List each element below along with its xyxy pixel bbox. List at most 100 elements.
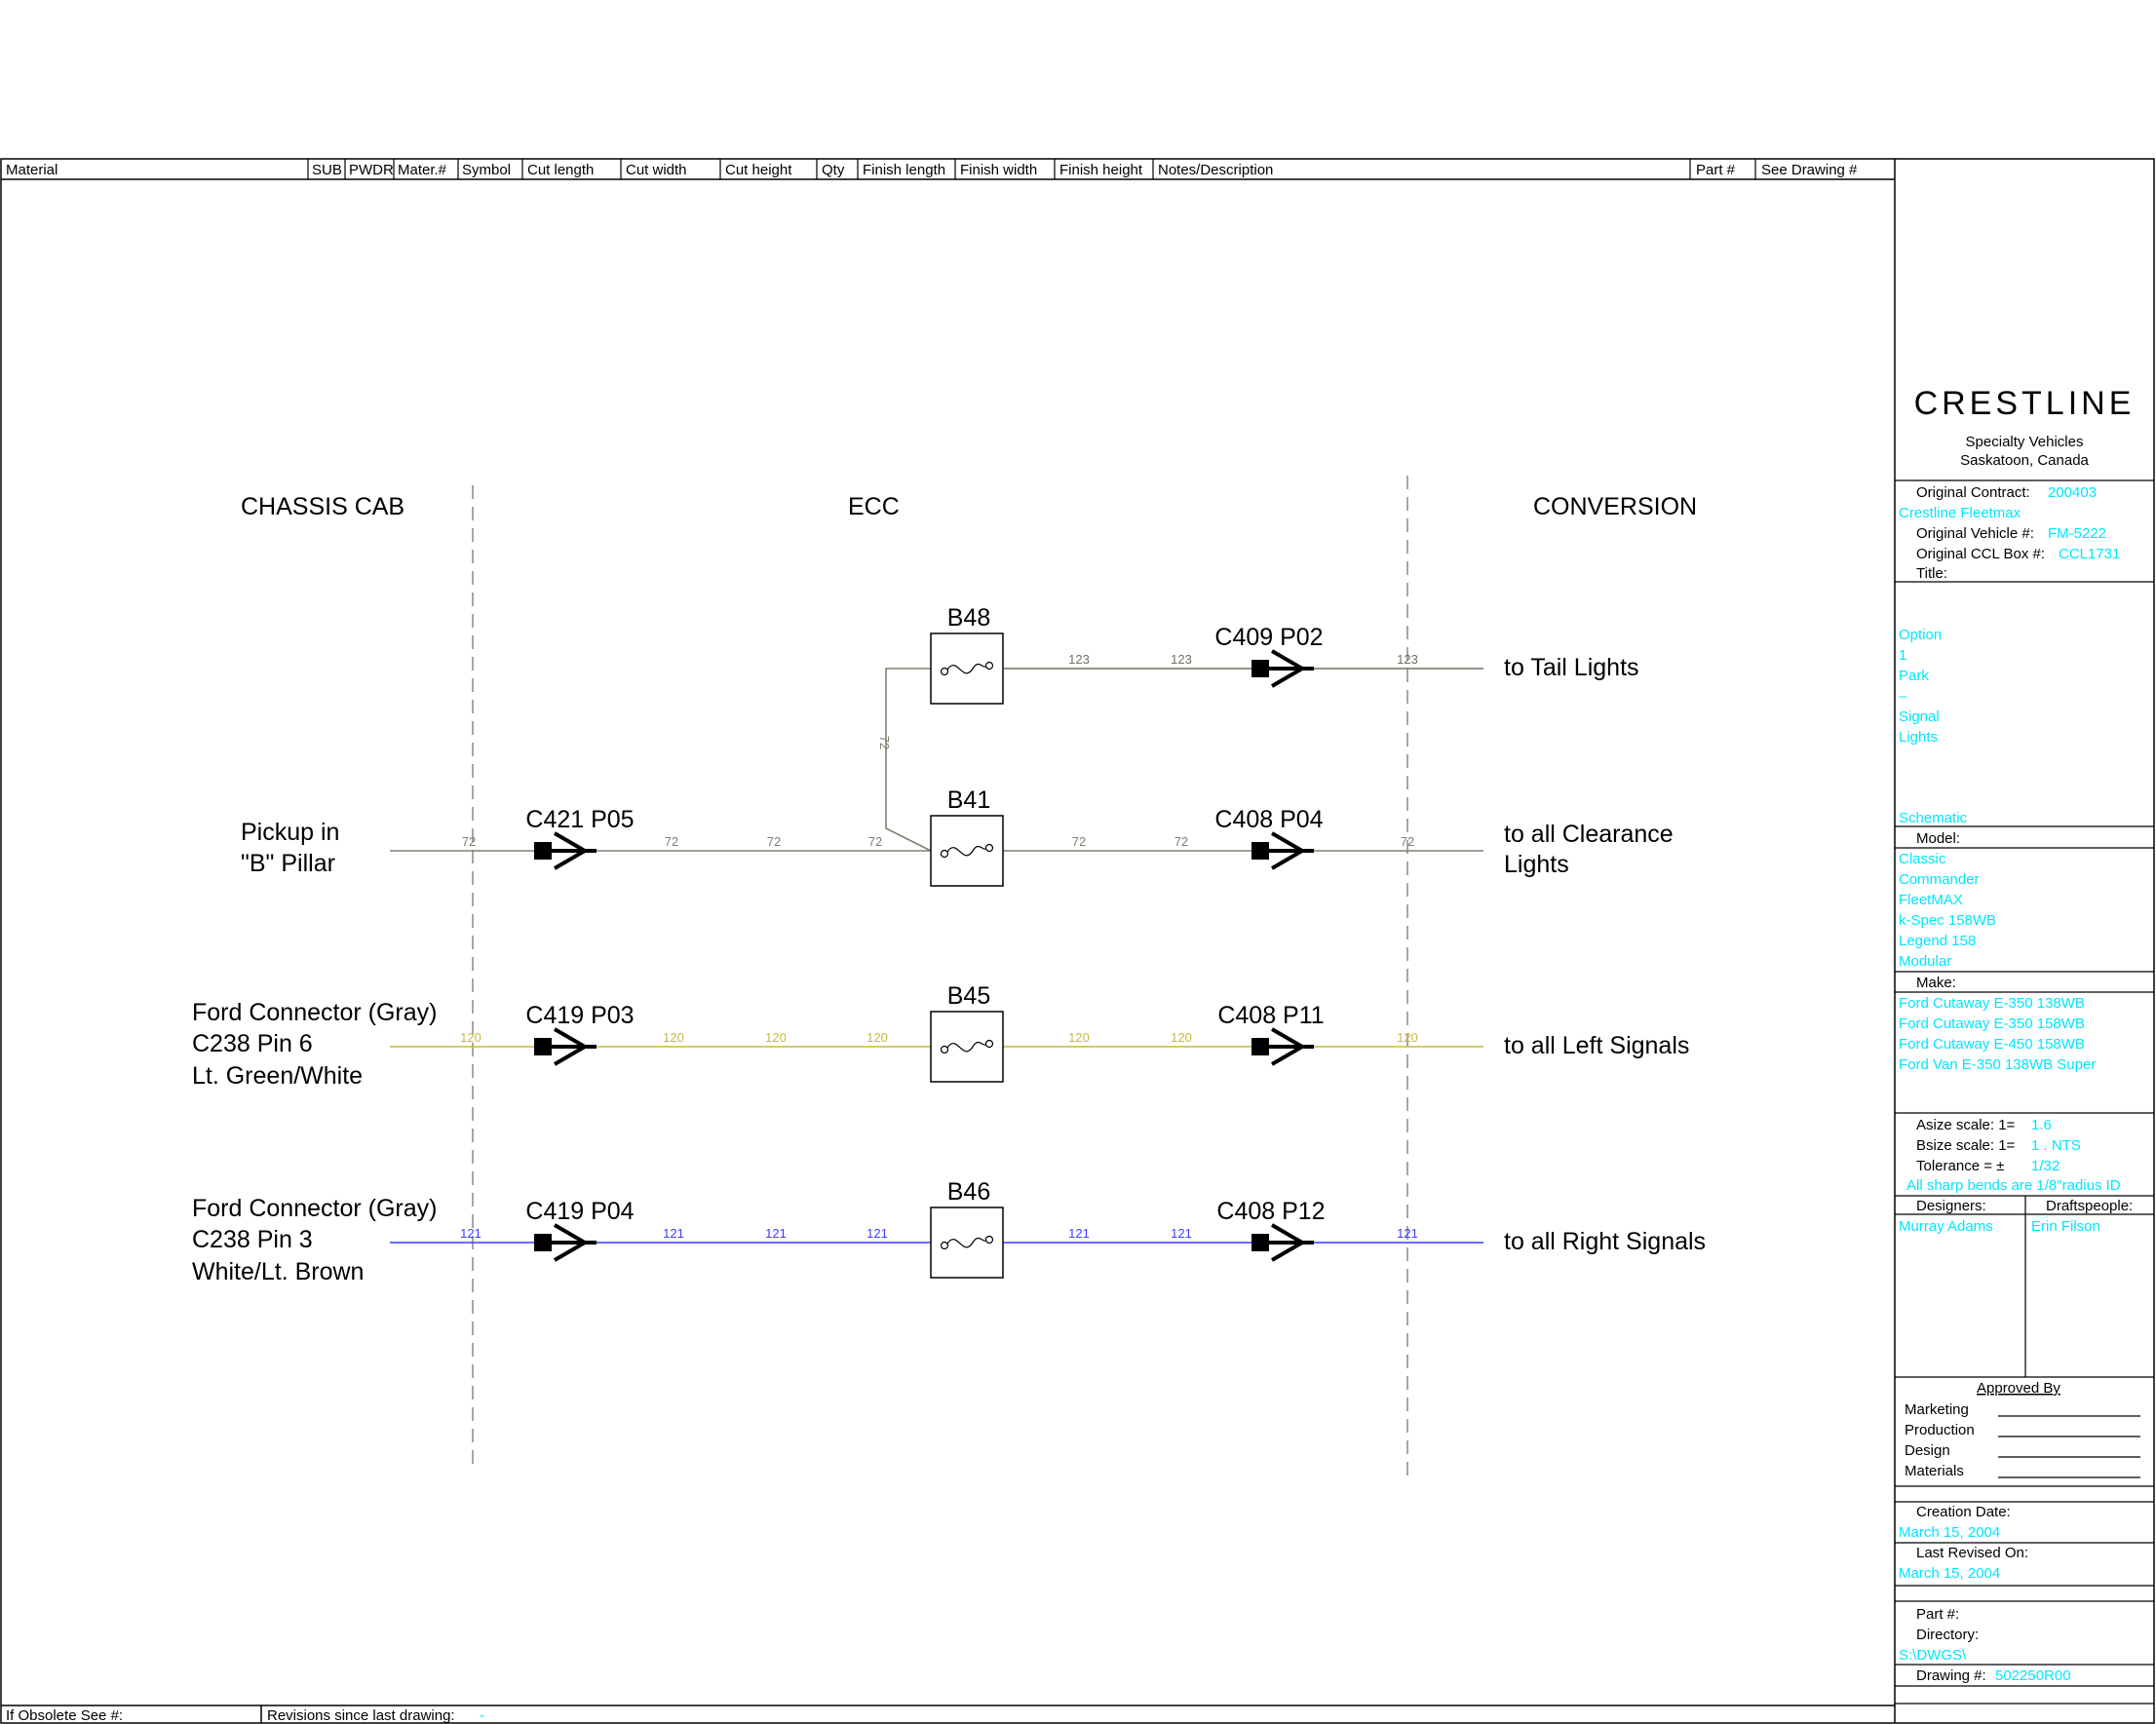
- directory-label: Directory:: [1916, 1627, 1979, 1643]
- wire-number: 72: [877, 736, 892, 749]
- sheet-frame: [0, 158, 2155, 1724]
- destination-labels: to Tail Lights to all Clearance Lights t…: [1504, 654, 1706, 1255]
- wire-number: 121: [1171, 1226, 1192, 1241]
- wire-number: 72: [665, 834, 678, 849]
- connector-label: C408 P12: [1216, 1198, 1325, 1225]
- connector-label: C419 P03: [525, 1002, 634, 1029]
- fuse-b48: B48: [930, 604, 1004, 705]
- connector-c421-p05: C421 P05: [525, 806, 635, 870]
- schematic-label: Schematic: [1899, 810, 1968, 826]
- asize-label: Asize scale: 1=: [1916, 1117, 2016, 1133]
- revisions-label: Revisions since last drawing:: [267, 1707, 455, 1724]
- zone-label-chassis-cab: CHASSIS CAB: [241, 493, 404, 520]
- title-line: –: [1899, 688, 1907, 705]
- dest-tail-lights: to Tail Lights: [1504, 654, 1639, 681]
- make-item: Ford Cutaway E-350 158WB: [1899, 1015, 2085, 1032]
- approval-materials: Materials: [1905, 1463, 1964, 1479]
- directory-value: S:\DWGS\: [1899, 1647, 1967, 1664]
- model-item: Legend 158: [1899, 933, 1976, 949]
- fuse-label-b41: B41: [947, 786, 990, 814]
- model-item: FleetMAX: [1899, 892, 1963, 908]
- footer: If Obsolete See #: Revisions since last …: [6, 1707, 484, 1724]
- model-item: Modular: [1899, 953, 1951, 970]
- part-number-label: Part #:: [1916, 1606, 1959, 1623]
- header-col-qty: Qty: [822, 162, 845, 178]
- header-col-part: Part #: [1696, 162, 1736, 178]
- wires: [390, 668, 1483, 1244]
- wire-number: 121: [1397, 1226, 1418, 1241]
- wire-branch-72: [885, 668, 932, 852]
- zone-dividers: [472, 476, 1408, 1479]
- original-ccl-value: CCL1731: [2059, 546, 2120, 562]
- obsolete-label: If Obsolete See #:: [6, 1707, 123, 1724]
- header-column-dividers: [307, 159, 1756, 179]
- connector-c419-p03: C419 P03: [525, 1002, 635, 1066]
- connector-label: C421 P05: [525, 806, 634, 833]
- model-item: k-Spec 158WB: [1899, 912, 1996, 929]
- connector-label: C409 P02: [1214, 624, 1323, 651]
- wire-number: 120: [866, 1030, 888, 1045]
- original-contract-label: Original Contract:: [1916, 484, 2030, 501]
- drawing-number-value: 502250R00: [1995, 1667, 2071, 1684]
- make-label: Make:: [1916, 975, 1956, 991]
- header-col-see-drawing: See Drawing #: [1761, 162, 1858, 178]
- wire-number: 72: [462, 834, 476, 849]
- title-line: Park: [1899, 668, 1929, 684]
- source-ford-left-line3: Lt. Green/White: [192, 1062, 363, 1090]
- header-col-notes: Notes/Description: [1158, 162, 1273, 178]
- title-block-lines: [1895, 479, 2154, 1705]
- make-item: Ford Cutaway E-450 158WB: [1899, 1036, 2085, 1053]
- title-label: Title:: [1916, 565, 1947, 582]
- connector-c409-p02: C409 P02: [1214, 624, 1324, 688]
- wire-number: 121: [460, 1226, 481, 1241]
- fleetmax-label: Crestline Fleetmax: [1899, 505, 2021, 521]
- wire-number: 120: [1068, 1030, 1090, 1045]
- header-col-symbol: Symbol: [462, 162, 511, 178]
- approval-signature-lines: [1998, 1415, 2140, 1478]
- title-line: 1: [1899, 647, 1906, 664]
- wire-number: 120: [765, 1030, 787, 1045]
- dest-clearance-line2: Lights: [1504, 851, 1569, 878]
- fuse-b46: B46: [930, 1178, 1004, 1279]
- tolerance-value: 1/32: [2031, 1158, 2060, 1174]
- fuse-label-b48: B48: [947, 604, 990, 632]
- connector-label: C408 P11: [1217, 1002, 1324, 1029]
- company-name: Specialty Vehicles: [1966, 434, 2084, 450]
- title-line: Lights: [1899, 729, 1938, 746]
- connector-label: C408 P04: [1214, 806, 1323, 833]
- header-col-cut-length: Cut length: [527, 162, 594, 178]
- creation-date-label: Creation Date:: [1916, 1504, 2011, 1520]
- drawing-number-label: Drawing #:: [1916, 1667, 1986, 1684]
- wire-number: 123: [1171, 652, 1192, 667]
- header-column-labels: Material SUB PWDR Mater.# Symbol Cut len…: [6, 162, 1858, 178]
- header-col-finish-height: Finish height: [1059, 162, 1143, 178]
- bsize-value: 1 . NTS: [2031, 1137, 2081, 1154]
- wire-number: 123: [1068, 652, 1090, 667]
- source-labels: Pickup in "B" Pillar Ford Connector (Gra…: [192, 819, 437, 1285]
- tolerance-label: Tolerance = ±: [1916, 1158, 2004, 1174]
- wire-number: 120: [663, 1030, 684, 1045]
- header-col-cut-width: Cut width: [626, 162, 687, 178]
- header-col-cut-height: Cut height: [725, 162, 792, 178]
- model-item: Commander: [1899, 871, 1980, 888]
- connector-c408-p11: C408 P11: [1217, 1002, 1325, 1066]
- revisions-value: -: [480, 1707, 484, 1724]
- wire-number: 121: [1068, 1226, 1090, 1241]
- last-revised-label: Last Revised On:: [1916, 1545, 2028, 1561]
- make-item: Ford Van E-350 138WB Super: [1899, 1056, 2096, 1073]
- wire-number: 121: [765, 1226, 787, 1241]
- asize-value: 1.6: [2031, 1117, 2052, 1133]
- source-ford-left-line1: Ford Connector (Gray): [192, 999, 437, 1026]
- wire-number: 72: [1401, 834, 1414, 849]
- wire-number: 123: [1397, 652, 1418, 667]
- original-vehicle-label: Original Vehicle #:: [1916, 525, 2034, 542]
- approval-marketing: Marketing: [1905, 1401, 1969, 1418]
- logo-wordmark: CRESTLINE: [1914, 385, 2136, 422]
- connector-c408-p12: C408 P12: [1216, 1198, 1326, 1262]
- crestline-logo: CRESTLINE: [1914, 385, 2136, 422]
- designers-label: Designers:: [1916, 1198, 1986, 1214]
- title-block-text: Specialty Vehicles Saskatoon, Canada Ori…: [1899, 434, 2133, 1684]
- connector-c419-p04: C419 P04: [525, 1198, 635, 1262]
- wire-number: 72: [868, 834, 882, 849]
- last-revised-value: March 15, 2004: [1899, 1565, 2000, 1582]
